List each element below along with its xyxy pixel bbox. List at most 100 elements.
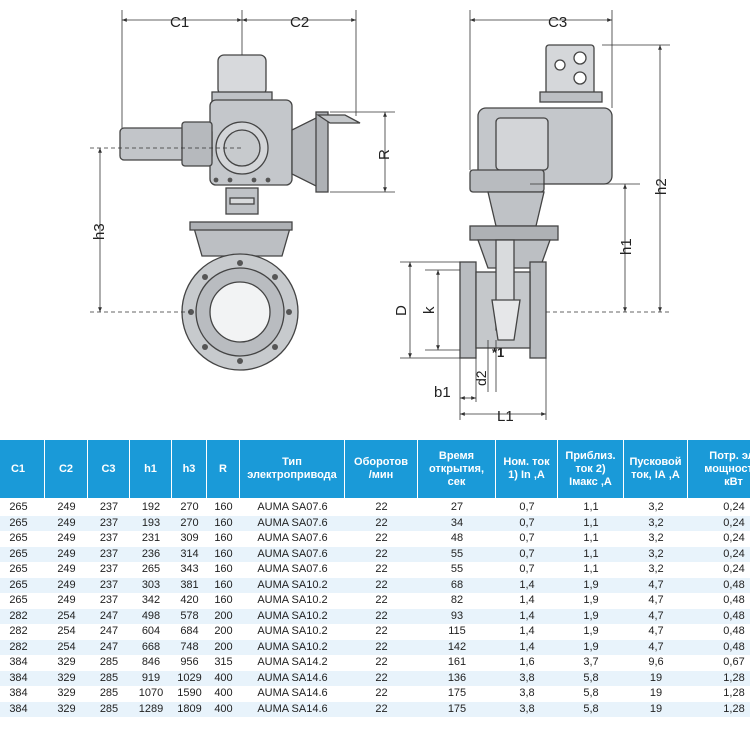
table-cell: 19 xyxy=(649,671,663,684)
front-view xyxy=(119,54,361,371)
table-cell: AUMA SA07.6 xyxy=(257,563,328,575)
table-cell: 285 xyxy=(99,656,119,668)
table-cell: 285 xyxy=(99,687,119,699)
table-cell: 22 xyxy=(375,547,388,560)
table-cell: 3,2 xyxy=(648,547,664,560)
table-cell: 1590 xyxy=(177,687,202,699)
table-cell: 282 xyxy=(9,640,28,653)
table-cell: 1,1 xyxy=(583,516,599,529)
dim-b1-label: b1 xyxy=(434,384,451,401)
table-cell: 668 xyxy=(141,640,161,653)
table-cell: 0,24 xyxy=(723,516,745,529)
table-cell: 160 xyxy=(214,547,233,560)
column-header: C3 xyxy=(88,440,130,498)
table-cell: 160 xyxy=(214,594,233,606)
column-header: Пусковой ток, IА ,А xyxy=(624,440,688,498)
table-cell: 1,1 xyxy=(583,547,599,560)
table-cell: 265 xyxy=(9,547,28,560)
table-cell: 3,2 xyxy=(648,532,664,544)
table-cell: 27 xyxy=(450,501,464,513)
table-cell: 249 xyxy=(57,501,76,513)
table-cell: AUMA SA14.6 xyxy=(257,671,328,684)
side-flange-right xyxy=(529,261,547,359)
table-cell: 237 xyxy=(99,501,119,513)
table-cell: 1070 xyxy=(138,687,164,699)
table-cell: 254 xyxy=(57,625,76,637)
table-cell: 282 xyxy=(9,609,28,622)
table-cell: 956 xyxy=(180,656,199,668)
dim-d2-label: d2 xyxy=(473,370,489,386)
table-cell: AUMA SA14.6 xyxy=(257,687,328,699)
table-cell: 200 xyxy=(214,609,233,622)
table-cell: 22 xyxy=(375,640,388,653)
dim-h1-label: h1 xyxy=(618,238,635,255)
table-cell: 0,24 xyxy=(723,563,745,575)
table-cell: 249 xyxy=(57,563,76,575)
table-cell: 249 xyxy=(57,547,76,560)
table-cell: 342 xyxy=(141,594,161,606)
dim-h3-label: h3 xyxy=(91,223,108,240)
dim-c2-label: C2 xyxy=(290,14,309,31)
valve-actuator-drawing: C1 C2 h3 R xyxy=(90,10,670,425)
table-cell: 604 xyxy=(141,625,161,637)
table-cell: 384 xyxy=(9,702,28,715)
table-cell: 193 xyxy=(141,516,161,529)
table-cell: 0,7 xyxy=(519,501,535,513)
table-cell: 22 xyxy=(375,687,388,699)
table-cell: 3,2 xyxy=(648,501,664,513)
table-cell: 285 xyxy=(99,671,119,684)
table-cell: 249 xyxy=(57,532,76,544)
table-cell: 329 xyxy=(57,656,76,668)
table-cell: 0,48 xyxy=(723,640,745,653)
table-cell: AUMA SA14.2 xyxy=(257,656,328,668)
table-cell: 4,7 xyxy=(648,578,664,591)
table-cell: 249 xyxy=(57,594,76,606)
table-cell: 55 xyxy=(450,563,464,575)
table-cell: 1,4 xyxy=(519,625,535,637)
table-cell: 22 xyxy=(375,702,388,715)
table-cell: 1,1 xyxy=(583,563,599,575)
table-cell: 343 xyxy=(180,563,199,575)
table-cell: 1,4 xyxy=(519,594,535,606)
table-cell: 329 xyxy=(57,702,76,715)
table-cell: 1,9 xyxy=(583,640,599,653)
table-cell: 0,7 xyxy=(519,547,535,560)
table-cell: 175 xyxy=(447,702,467,715)
table-cell: AUMA SA10.2 xyxy=(257,625,328,637)
column-header: h3 xyxy=(172,440,207,498)
side-view xyxy=(459,44,613,359)
table-cell: 200 xyxy=(214,625,233,637)
table-cell: 161 xyxy=(447,656,467,668)
table-cell: 285 xyxy=(99,702,119,715)
motor-cap xyxy=(217,54,267,96)
column-header: Тип электропривода xyxy=(240,440,345,498)
table-cell: 0,24 xyxy=(723,532,745,544)
table-cell: 270 xyxy=(180,516,199,529)
column-header: C2 xyxy=(45,440,88,498)
table-cell: 265 xyxy=(9,532,28,544)
table-cell: 400 xyxy=(214,671,233,684)
table-cell: 237 xyxy=(99,578,119,591)
table-cell: 4,7 xyxy=(648,640,664,653)
table-cell: 3,8 xyxy=(519,671,535,684)
table-cell: 22 xyxy=(375,609,388,622)
table-cell: 1,1 xyxy=(583,501,599,513)
table-cell: 136 xyxy=(447,671,467,684)
table-cell: 1,1 xyxy=(583,532,599,544)
table-cell: 1289 xyxy=(138,702,164,715)
table-cell: 175 xyxy=(447,687,467,699)
table-cell: 4,7 xyxy=(648,609,664,622)
table-cell: 400 xyxy=(214,702,233,715)
table-cell: 1,4 xyxy=(519,640,535,653)
table-cell: 1,9 xyxy=(583,578,599,591)
dim-l1-label: L1 xyxy=(497,408,514,425)
table-cell: 142 xyxy=(447,640,467,653)
